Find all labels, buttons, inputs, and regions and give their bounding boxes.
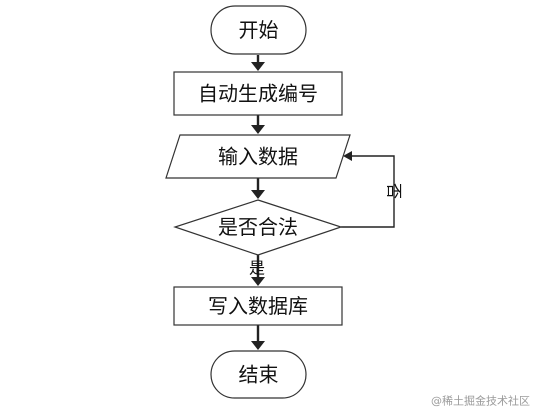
- arrow-head-decision-yes: [251, 277, 265, 286]
- end-label: 结束: [239, 363, 279, 387]
- arrow-head-auto-number-to-input: [251, 125, 265, 134]
- arrow-head-start-to-auto-number: [251, 62, 265, 71]
- edge-decision-no-loop: [341, 155, 395, 228]
- validity-decision-label: 是否合法: [218, 215, 298, 239]
- auto-number-process: [173, 71, 343, 116]
- input-data-label: 输入数据: [218, 145, 298, 169]
- arrow-head-write-db-to-end: [251, 341, 265, 350]
- write-db-process: [173, 286, 343, 326]
- input-data-io: [165, 134, 351, 179]
- auto-number-label: 自动生成编号: [198, 82, 318, 106]
- start-terminator: [210, 5, 307, 55]
- validity-decision: [173, 199, 343, 256]
- write-db-label: 写入数据库: [208, 294, 308, 318]
- no-edge-label: 否: [385, 183, 404, 199]
- yes-edge-label: 是: [249, 259, 265, 278]
- arrow-head-decision-no-loop: [343, 151, 352, 161]
- arrow-head-input-to-decision: [251, 190, 265, 199]
- end-terminator: [210, 350, 307, 399]
- start-label: 开始: [239, 18, 279, 42]
- watermark-text: @稀土掘金技术社区: [431, 394, 530, 408]
